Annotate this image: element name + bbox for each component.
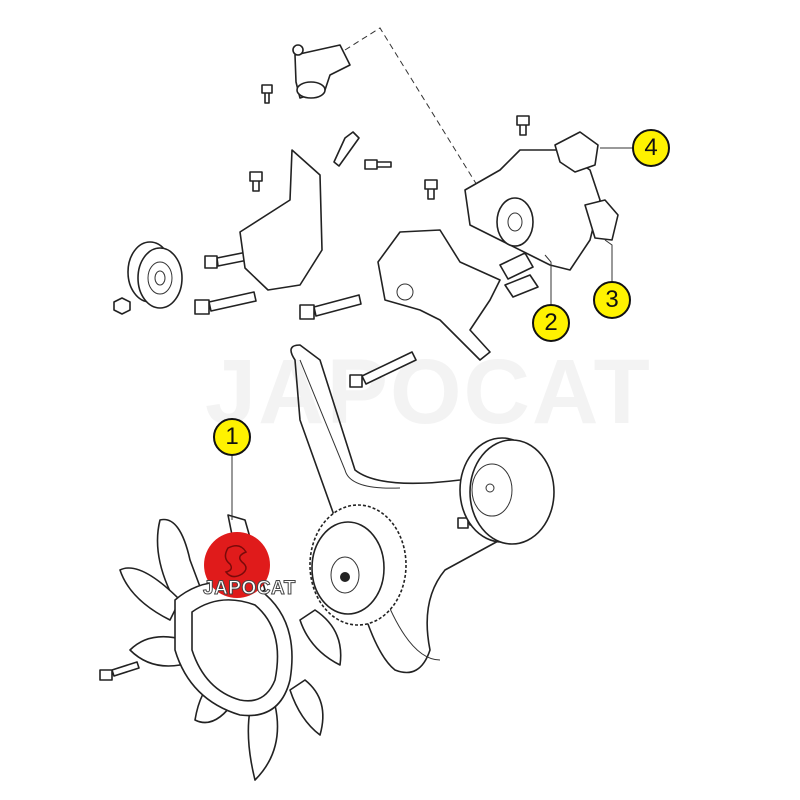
idler-bracket (239, 149, 323, 291)
logo-text: JAPOCAT (203, 578, 296, 600)
leader-3 (604, 239, 613, 281)
gasket-3 (584, 199, 619, 241)
callout-3[interactable]: 3 (593, 281, 631, 319)
idler-pulley (127, 241, 183, 309)
callout-2[interactable]: 2 (532, 304, 570, 342)
callout-1[interactable]: 1 (213, 418, 251, 456)
cooling-fan (119, 514, 342, 781)
water-pump (464, 149, 601, 298)
dashed-leader (344, 27, 481, 191)
thermostat-housing (292, 44, 351, 99)
logo-circle (204, 532, 270, 598)
gasket-4 (554, 131, 599, 173)
leader-2 (544, 254, 552, 304)
callout-4[interactable]: 4 (632, 129, 670, 167)
watermark: JAPOCAT (205, 341, 652, 443)
logo-mark (224, 545, 248, 578)
fan-clutch (309, 504, 407, 626)
fan-bracket (377, 229, 501, 361)
crank-pulley (459, 437, 555, 545)
